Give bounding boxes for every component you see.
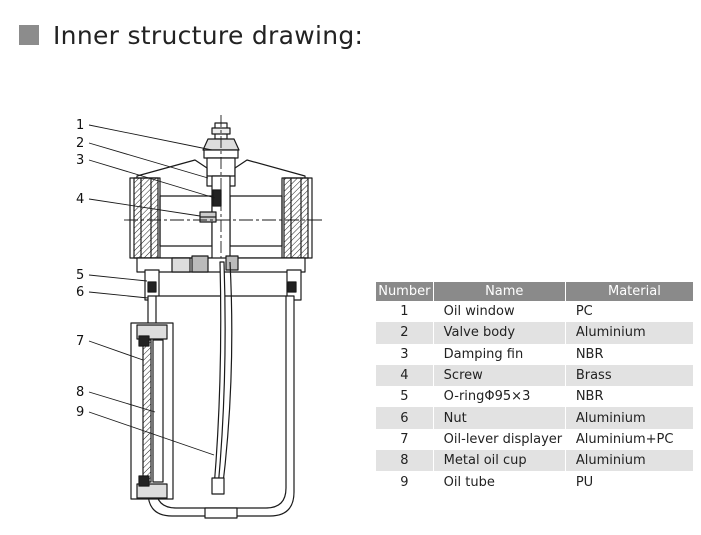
- row-name: Oil-lever displayer: [433, 428, 566, 451]
- callout-1: 1: [76, 118, 84, 133]
- row-material: Aluminium: [565, 322, 693, 344]
- callout-8: 8: [76, 385, 84, 400]
- row-material: NBR: [565, 386, 693, 408]
- callout-7: 7: [76, 334, 84, 349]
- row-number: 2: [376, 322, 434, 344]
- callout-6: 6: [76, 285, 84, 300]
- row-number: 7: [376, 428, 434, 451]
- callout-2: 2: [76, 136, 84, 151]
- row-number: 5: [376, 386, 434, 408]
- row-name: Oil tube: [433, 471, 566, 493]
- row-name: Oil window: [433, 301, 566, 323]
- row-number: 8: [376, 450, 434, 472]
- row-number: 9: [376, 471, 434, 493]
- row-name: Nut: [433, 407, 566, 429]
- row-number: 4: [376, 364, 434, 387]
- page-title: Inner structure drawing:: [53, 20, 364, 50]
- header-number: Number: [376, 282, 434, 301]
- page-header: Inner structure drawing:: [19, 20, 363, 50]
- row-material: PU: [565, 471, 693, 493]
- oil-tube: [211, 261, 233, 495]
- row-material: Aluminium+PC: [565, 428, 693, 451]
- callout-3: 3: [76, 153, 84, 168]
- row-name: Screw: [433, 364, 566, 387]
- row-material: Aluminium: [565, 407, 693, 429]
- header-material: Material: [565, 282, 693, 301]
- callout-5: 5: [76, 268, 84, 283]
- row-name: Damping fin: [433, 343, 566, 365]
- row-material: Aluminium: [565, 450, 693, 472]
- leader-lines: [88, 124, 216, 456]
- row-number: 1: [376, 301, 434, 323]
- row-name: Metal oil cup: [433, 450, 566, 472]
- row-material: Brass: [565, 364, 693, 387]
- oil-level-displayer: [130, 322, 174, 500]
- table-header-row: Number Name Material: [376, 282, 693, 301]
- row-name: O-ringΦ95×3: [433, 386, 566, 408]
- row-material: NBR: [565, 343, 693, 365]
- row-material: PC: [565, 301, 693, 323]
- callout-9: 9: [76, 405, 84, 420]
- header-square-icon: [19, 25, 39, 45]
- row-number: 6: [376, 407, 434, 429]
- header-name: Name: [433, 282, 566, 301]
- row-number: 3: [376, 343, 434, 365]
- callout-4: 4: [76, 192, 84, 207]
- row-name: Valve body: [433, 322, 566, 344]
